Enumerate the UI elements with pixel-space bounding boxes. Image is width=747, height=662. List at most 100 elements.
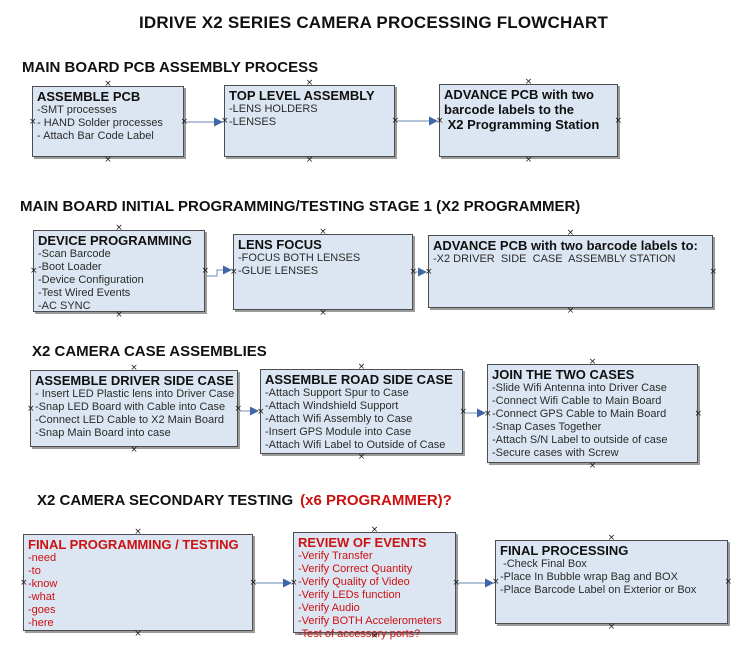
- connection-point-icon[interactable]: ×: [607, 533, 616, 543]
- connection-point-icon[interactable]: ×: [524, 77, 533, 87]
- node-device-programming[interactable]: DEVICE PROGRAMMING -Scan Barcode-Boot Lo…: [30, 224, 209, 320]
- node-item: -Snap Main Board into case: [35, 427, 171, 439]
- node-final-programming-testing[interactable]: FINAL PROGRAMMING / TESTING -need-to-kno…: [20, 528, 257, 639]
- connection-point-icon[interactable]: ×: [492, 577, 500, 587]
- node-item: -Verify Quality of Video: [298, 576, 410, 588]
- connection-point-icon[interactable]: ×: [566, 306, 575, 316]
- node-item: -Snap Cases Together: [492, 421, 602, 433]
- node-join-the-two-cases[interactable]: JOIN THE TWO CASES -Slide Wifi Antenna i…: [484, 358, 702, 471]
- connection-point-icon[interactable]: ×: [357, 452, 366, 462]
- node-item: - HAND Solder processes: [37, 117, 163, 129]
- connection-point-icon[interactable]: ×: [30, 266, 38, 276]
- flow-arrow[interactable]: [465, 408, 486, 418]
- node-advance-pcb-programming-station[interactable]: ADVANCE PCB with two barcode labels to t…: [436, 78, 622, 165]
- connection-point-icon[interactable]: ×: [290, 577, 298, 588]
- node-item: -Connect Wifi Cable to Main Board: [492, 395, 662, 407]
- node-title: LENS FOCUS: [238, 237, 322, 252]
- node-review-of-events[interactable]: REVIEW OF EVENTS -Verify Transfer-Verify…: [290, 526, 460, 641]
- node-lens-focus[interactable]: LENS FOCUS -FOCUS BOTH LENSES-GLUE LENSE…: [230, 228, 417, 318]
- connection-point-icon[interactable]: ×: [221, 116, 229, 126]
- node-item: -Verify Transfer: [298, 550, 373, 562]
- connection-point-icon[interactable]: ×: [425, 266, 433, 277]
- node-assemble-road-side-case[interactable]: ASSEMBLE ROAD SIDE CASE -Attach Support …: [257, 363, 467, 462]
- node-item: -LENSES: [229, 116, 277, 128]
- connection-point-icon[interactable]: ×: [201, 266, 209, 276]
- section-header-initial-programming: MAIN BOARD INITIAL PROGRAMMING/TESTING S…: [20, 198, 581, 215]
- connection-point-icon[interactable]: ×: [234, 403, 242, 414]
- node-title: TOP LEVEL ASSEMBLY: [229, 88, 375, 103]
- connection-point-icon[interactable]: ×: [29, 116, 37, 127]
- node-advance-pcb-driver-side-station[interactable]: ADVANCE PCB with two barcode labels to: …: [425, 229, 717, 316]
- flow-arrow[interactable]: [186, 117, 223, 127]
- node-title: FINAL PROCESSING: [500, 543, 629, 558]
- connection-point-icon[interactable]: ×: [319, 227, 327, 237]
- connection-point-icon[interactable]: ×: [115, 223, 123, 233]
- connection-point-icon[interactable]: ×: [134, 527, 142, 537]
- node-item: -LENS HOLDERS: [229, 103, 318, 115]
- connection-point-icon[interactable]: ×: [391, 116, 399, 126]
- node-final-processing[interactable]: FINAL PROCESSING -Check Final Box-Place …: [492, 534, 732, 632]
- connection-point-icon[interactable]: ×: [115, 310, 123, 320]
- node-item: -X2 DRIVER SIDE CASE ASSEMBLY STATION: [433, 253, 676, 265]
- node-item: -Snap LED Board with Cable into Case: [35, 401, 226, 413]
- connection-point-icon[interactable]: ×: [130, 363, 138, 373]
- connection-point-icon[interactable]: ×: [104, 155, 112, 165]
- node-assemble-driver-side-case[interactable]: ASSEMBLE DRIVER SIDE CASE - Insert LED P…: [27, 364, 242, 455]
- connection-point-icon[interactable]: ×: [130, 445, 138, 455]
- node-title: ADVANCE PCB with two barcode labels to t…: [444, 87, 600, 132]
- node-title: ASSEMBLE DRIVER SIDE CASE: [35, 373, 234, 388]
- node-items: -X2 DRIVER SIDE CASE ASSEMBLY STATION: [433, 253, 708, 266]
- node-item: -Scan Barcode: [38, 248, 111, 260]
- connection-point-icon[interactable]: ×: [409, 267, 417, 277]
- node-item: -Attach Wifi Assembly to Case: [265, 413, 413, 425]
- flow-arrow[interactable]: [255, 578, 292, 588]
- node-item: -Connect GPS Cable to Main Board: [492, 408, 667, 420]
- connection-point-icon[interactable]: ×: [305, 155, 314, 165]
- connection-point-icon[interactable]: ×: [607, 622, 616, 632]
- connection-point-icon[interactable]: ×: [180, 116, 188, 127]
- flow-arrow[interactable]: [397, 116, 438, 126]
- connection-point-icon[interactable]: ×: [566, 228, 575, 238]
- node-item: -what: [28, 591, 55, 603]
- connection-point-icon[interactable]: ×: [588, 461, 597, 471]
- connection-point-icon[interactable]: ×: [305, 78, 314, 88]
- node-top-level-assembly[interactable]: TOP LEVEL ASSEMBLY -LENS HOLDERS-LENSES …: [221, 79, 399, 165]
- connection-point-icon[interactable]: ×: [134, 629, 142, 639]
- node-item: -need: [28, 552, 57, 564]
- connection-point-icon[interactable]: ×: [249, 577, 257, 588]
- node-assemble-pcb[interactable]: ASSEMBLE PCB -SMT processes- HAND Solder…: [29, 80, 188, 165]
- node-items: -Verify Transfer-Verify Correct Quantity…: [298, 550, 451, 641]
- connection-point-icon[interactable]: ×: [588, 357, 597, 367]
- connection-point-icon[interactable]: ×: [20, 577, 28, 588]
- connection-point-icon[interactable]: ×: [524, 155, 533, 165]
- node-item: -here: [28, 617, 54, 629]
- section-header-pcb-assembly: MAIN BOARD PCB ASSEMBLY PROCESS: [22, 59, 319, 76]
- connection-point-icon[interactable]: ×: [459, 406, 467, 417]
- node-items: -Slide Wifi Antenna into Driver Case-Con…: [492, 382, 693, 460]
- connection-point-icon[interactable]: ×: [370, 525, 379, 535]
- connection-point-icon[interactable]: ×: [436, 115, 444, 126]
- connection-point-icon[interactable]: ×: [694, 408, 702, 419]
- node-items: -SMT processes- HAND Solder processes- A…: [37, 104, 179, 143]
- node-item: -to: [28, 565, 41, 577]
- node-title: JOIN THE TWO CASES: [492, 367, 635, 382]
- section-header-suffix: (x6 PROGRAMMER)?: [300, 492, 452, 509]
- connection-point-icon[interactable]: ×: [484, 408, 492, 419]
- connection-point-icon[interactable]: ×: [370, 631, 379, 641]
- connection-point-icon[interactable]: ×: [230, 267, 238, 277]
- node-item: -SMT processes: [37, 104, 117, 116]
- connection-point-icon[interactable]: ×: [614, 115, 622, 126]
- connection-point-icon[interactable]: ×: [357, 362, 366, 372]
- node-title: ASSEMBLE ROAD SIDE CASE: [265, 372, 453, 387]
- connection-point-icon[interactable]: ×: [257, 406, 265, 417]
- flow-arrow[interactable]: [207, 265, 232, 277]
- connection-point-icon[interactable]: ×: [452, 577, 460, 588]
- connection-point-icon[interactable]: ×: [319, 308, 327, 318]
- node-item: - Insert LED Plastic lens into Driver Ca…: [35, 388, 235, 400]
- connection-point-icon[interactable]: ×: [27, 403, 35, 414]
- connection-point-icon[interactable]: ×: [104, 79, 112, 89]
- connection-point-icon[interactable]: ×: [709, 266, 717, 277]
- flow-arrow[interactable]: [458, 578, 494, 588]
- connection-point-icon[interactable]: ×: [724, 577, 732, 587]
